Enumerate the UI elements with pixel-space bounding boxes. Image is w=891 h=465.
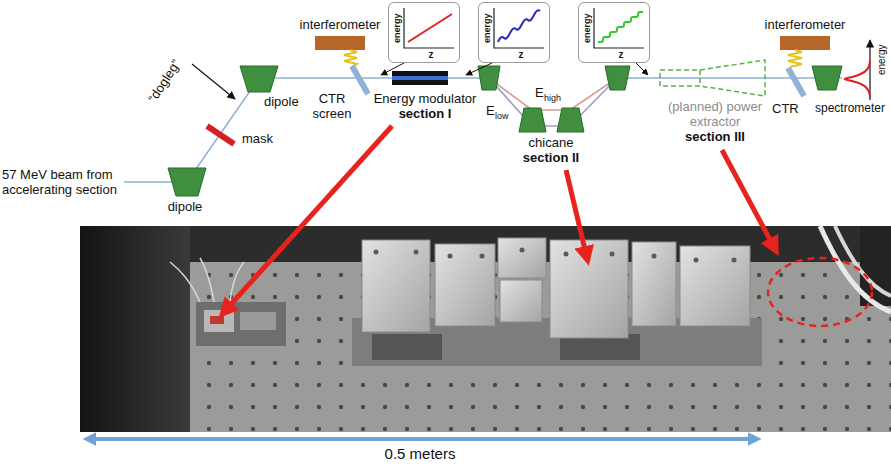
photo-screws <box>374 248 737 263</box>
part-label: interferometer <box>755 18 855 33</box>
photo-carriage <box>372 334 442 360</box>
pointer-arrow <box>381 63 404 75</box>
callout-arrow <box>566 170 587 258</box>
plot-inset: energy z <box>388 2 460 63</box>
chicane-low-path <box>489 78 617 126</box>
callout-arrow <box>722 150 775 249</box>
photo-block <box>498 238 546 278</box>
spring-symbol <box>788 50 802 67</box>
plot-axes <box>404 8 454 48</box>
part-label: “dogleg” <box>141 51 188 113</box>
part-label: section III <box>655 130 775 145</box>
scale-arrow <box>88 437 756 441</box>
part-label: spectrometer <box>812 102 888 116</box>
photo-mount <box>240 312 276 330</box>
ctr-screen <box>352 66 368 94</box>
part-label: 0.5 meters <box>330 445 510 462</box>
part-label: high <box>544 93 568 103</box>
photo-tube <box>820 226 891 312</box>
spectrum-curve <box>845 60 871 98</box>
highlight-ellipse <box>768 258 872 326</box>
part-label: (planned) power extractor <box>655 100 775 130</box>
part-label: Energy modulator <box>370 92 480 107</box>
chicane-high-path <box>489 78 617 110</box>
dogleg-pointer <box>192 64 235 99</box>
axis-label: energy <box>392 8 402 48</box>
dipole-magnet <box>168 66 842 196</box>
photo-block <box>680 246 750 326</box>
part-label: CTR screen <box>310 92 354 122</box>
plot-axes <box>594 8 644 48</box>
photo-mount <box>196 302 286 346</box>
callout-arrow <box>224 126 392 312</box>
energy-curve <box>498 10 540 42</box>
photo-block <box>500 280 542 322</box>
axis-label: energy <box>482 8 492 48</box>
energy-curve <box>408 14 452 42</box>
part-label: energy <box>876 40 888 80</box>
power-extractor <box>660 60 765 96</box>
modulator-stripe <box>392 76 448 80</box>
energy-modulator <box>392 71 448 85</box>
pointer-arrow <box>636 63 648 75</box>
setup-photo <box>80 226 891 432</box>
part-label: chicane <box>496 136 606 151</box>
plot-axes <box>494 8 544 48</box>
part-label: low <box>495 111 513 121</box>
part-label: E <box>486 104 496 119</box>
photo-wires <box>170 258 244 302</box>
part-label: section I <box>370 107 480 122</box>
axis-label: z <box>615 49 627 61</box>
pointer-arrow <box>466 63 492 75</box>
part-label: 57 MeV beam from accelerating section <box>2 168 122 198</box>
ctr-screen <box>788 68 804 96</box>
part-label: section II <box>496 151 606 166</box>
energy-curve <box>598 12 643 42</box>
plot-inset: energy z <box>578 2 650 63</box>
interferometer-box <box>315 36 365 50</box>
axis-label: energy <box>582 8 592 48</box>
photo-block <box>632 242 676 326</box>
beam-path <box>124 78 842 182</box>
part-label: interferometer <box>290 18 390 33</box>
spring-symbol <box>344 50 357 67</box>
photo-mount <box>204 310 234 332</box>
part-label: CTR <box>772 102 806 117</box>
photo-block <box>435 244 495 326</box>
part-label: dipole <box>264 95 308 110</box>
axis-label: z <box>425 49 437 61</box>
interferometer-box <box>780 36 830 50</box>
photo-ground <box>80 226 891 432</box>
part-label: mask <box>242 132 282 147</box>
part-label: E <box>535 86 545 101</box>
plot-inset: energy z <box>478 2 550 63</box>
mask-bar <box>207 126 234 144</box>
photo-mount <box>210 316 224 324</box>
photo-block <box>362 240 430 332</box>
part-label: dipole <box>160 200 210 215</box>
photo-dark-side <box>80 226 190 432</box>
photo-block <box>550 240 628 338</box>
axis-label: z <box>515 49 527 61</box>
